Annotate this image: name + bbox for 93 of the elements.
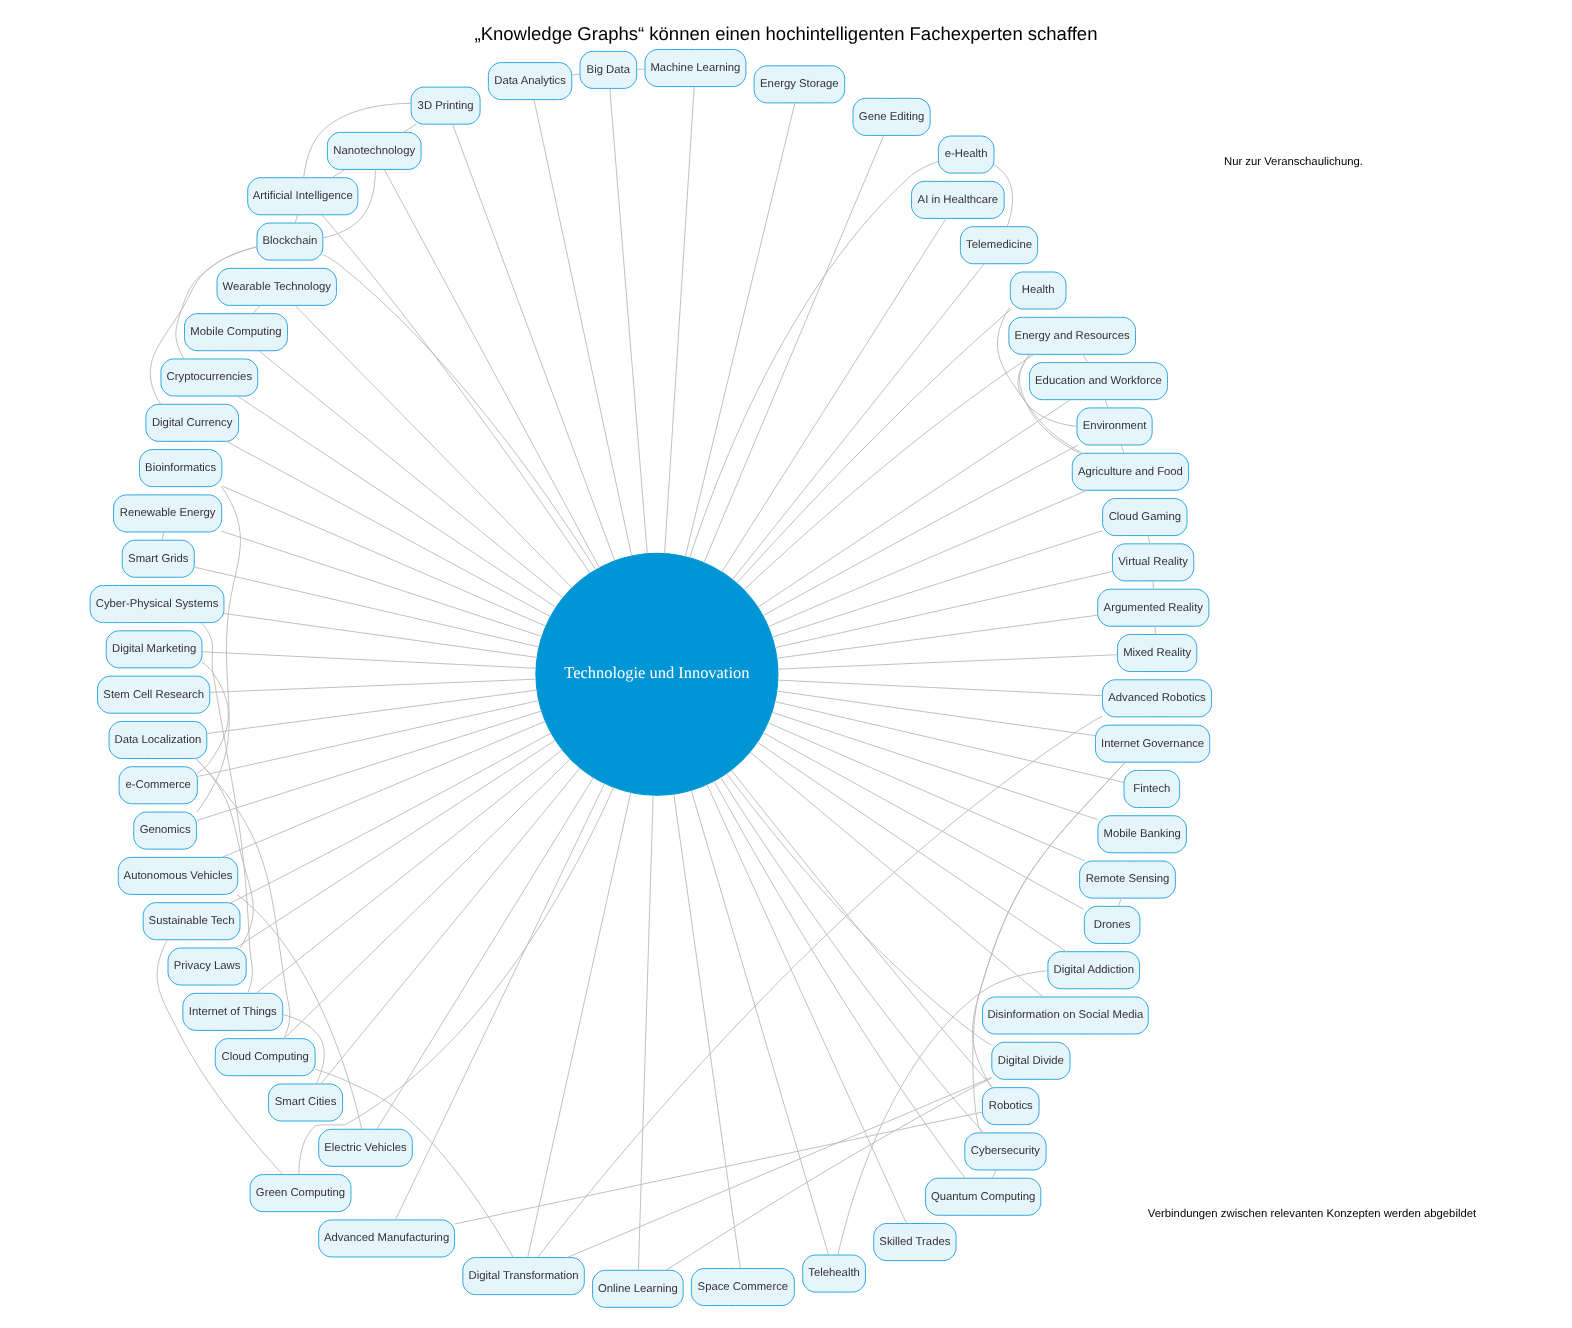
connector <box>757 399 1071 608</box>
connector <box>713 780 966 1179</box>
connector <box>609 88 648 554</box>
connector <box>221 530 543 637</box>
connector <box>197 661 229 774</box>
connector <box>452 123 616 562</box>
connector <box>376 777 594 1130</box>
connector <box>673 793 741 1269</box>
connector <box>533 99 633 557</box>
connector <box>194 758 291 1039</box>
connector <box>736 308 1012 584</box>
connector <box>201 651 537 669</box>
connector <box>197 700 540 777</box>
connector <box>837 970 1049 1256</box>
connector <box>771 711 1099 821</box>
connector <box>743 353 1035 591</box>
connector <box>196 486 241 813</box>
connector <box>194 566 540 648</box>
connector <box>726 773 992 1046</box>
connector <box>684 102 796 557</box>
connector <box>762 444 1079 617</box>
diagram-title: „Knowledge Graphs“ können einen hochintelligenten Fachexperten schaffen <box>474 23 1098 44</box>
connector <box>322 169 376 239</box>
connector <box>756 741 1067 952</box>
connector <box>206 689 538 734</box>
connector <box>403 123 417 133</box>
connector <box>383 169 600 569</box>
connector <box>258 350 564 599</box>
connector <box>1120 444 1125 454</box>
connector <box>776 614 1099 659</box>
connector <box>762 732 1085 910</box>
connector <box>236 894 363 1130</box>
connector <box>690 790 829 1256</box>
connector <box>294 305 573 589</box>
connector <box>776 690 1096 737</box>
connector <box>774 701 1125 783</box>
connector <box>665 1077 993 1271</box>
connector <box>720 776 985 1134</box>
connector <box>149 246 258 405</box>
connector <box>997 307 1083 454</box>
connector <box>161 531 165 541</box>
connector <box>1118 897 1122 907</box>
connector <box>454 1111 983 1225</box>
connector <box>664 86 695 554</box>
connector <box>196 710 542 821</box>
connector <box>1154 625 1157 635</box>
connector <box>282 1014 325 1085</box>
connector <box>571 73 581 76</box>
connector <box>230 732 552 904</box>
connector <box>767 489 1088 628</box>
connector <box>777 679 1103 697</box>
connector <box>298 786 615 1175</box>
connector <box>991 1169 997 1179</box>
connector <box>294 214 298 224</box>
connector <box>200 622 253 994</box>
connector <box>395 783 605 1221</box>
connector <box>209 678 537 693</box>
connector <box>749 751 1044 998</box>
connector <box>226 440 551 618</box>
connector <box>689 160 939 559</box>
connector <box>636 68 646 70</box>
connector <box>320 767 581 1085</box>
connector <box>993 164 1013 228</box>
connector <box>637 794 654 1271</box>
connector <box>703 135 885 563</box>
connector <box>537 715 1103 1258</box>
connector <box>1152 580 1154 590</box>
connector <box>774 571 1113 649</box>
connector <box>331 169 346 179</box>
connector <box>1104 399 1109 409</box>
connector <box>221 485 547 627</box>
node-circle: Technologie und Innovation <box>535 552 779 796</box>
connector <box>706 784 907 1224</box>
connector <box>1019 354 1081 454</box>
connector <box>283 758 571 1040</box>
connector <box>156 939 284 1175</box>
connector <box>1147 535 1151 545</box>
connector <box>566 1076 993 1258</box>
connector <box>771 530 1103 638</box>
connector <box>730 769 994 1088</box>
connector <box>1082 354 1089 363</box>
connector <box>252 305 261 314</box>
connector <box>1017 354 1078 427</box>
connector <box>527 792 632 1258</box>
connector <box>731 263 985 581</box>
connector <box>767 722 1086 862</box>
connector <box>221 720 546 858</box>
connector <box>223 613 538 658</box>
connector <box>235 739 556 949</box>
connector <box>777 654 1118 670</box>
connector <box>255 749 563 994</box>
connector <box>303 102 412 178</box>
connector <box>315 1068 514 1258</box>
